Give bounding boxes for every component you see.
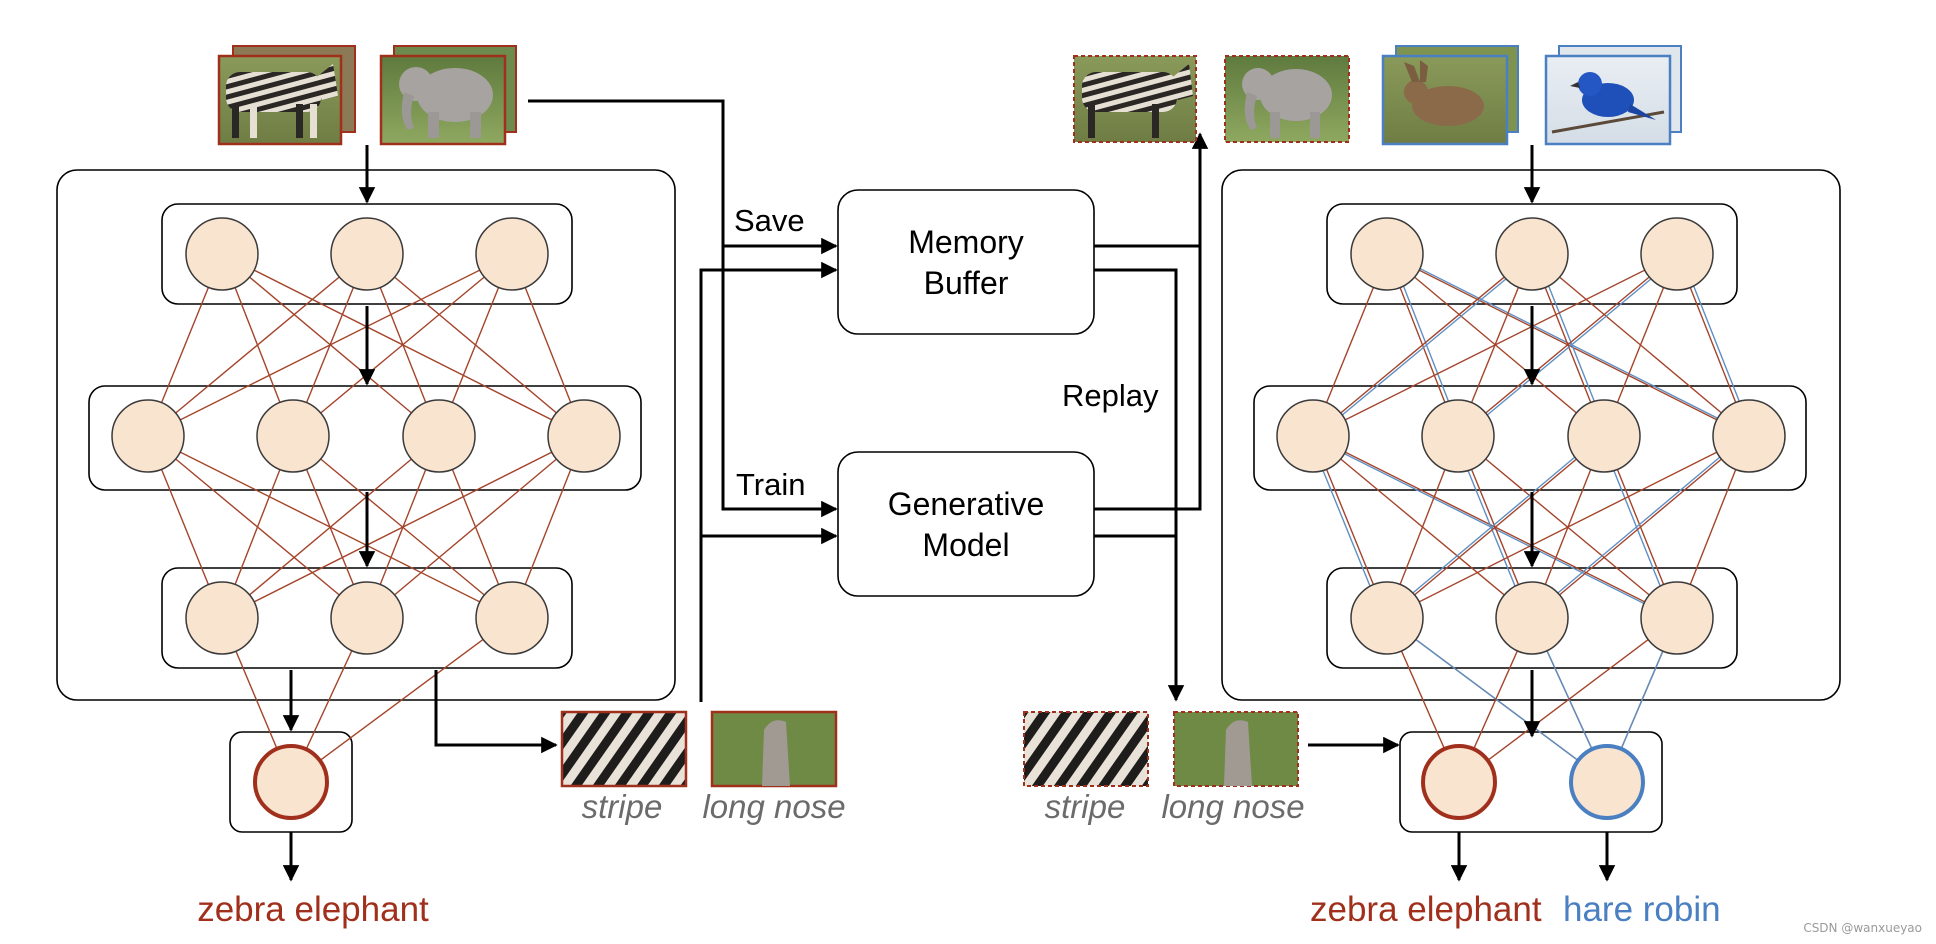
right-connection [1386,435,1605,619]
right-output-neuron-1 [1421,744,1497,820]
right-old-class-labels: zebra elephant [1310,890,1542,929]
memory-buffer-box [837,189,1095,335]
left-neuron-l1-3 [475,217,549,291]
left-connection [221,435,440,619]
right-output-neuron-2 [1569,744,1645,820]
train-label: Train [736,467,805,502]
replayed-stripe-label: stripe [1045,788,1126,825]
left-neuron-l2-4 [547,399,621,473]
left-network [56,145,676,882]
left-neuron-l3-3 [475,581,549,655]
memory-replay-features-arrow [1094,268,1185,702]
replayed-long-nose-patch [1173,711,1299,787]
right-network [1221,145,1841,882]
right-connection [1312,253,1678,437]
left-neurons [111,217,621,820]
features-to-memory-arrow [699,261,838,702]
memory-replay-images-arrow [1094,132,1209,248]
left-neuron-l2-2 [256,399,330,473]
robin-image [1551,72,1665,134]
right-new-connection [1527,435,1746,619]
images-to-generator-arrow [721,246,838,518]
images-to-memory-arrow [528,99,838,255]
left-connection [221,435,585,619]
left-connection [290,617,513,783]
right-neuron-l1-1 [1350,217,1424,291]
right-layer-1-box [1326,203,1738,305]
robin-image-stack [1544,45,1682,146]
right-neuron-l2-3 [1567,399,1641,473]
left-connection [366,435,585,619]
right-neuron-l2-1 [1276,399,1350,473]
right-neuron-l1-3 [1640,217,1714,291]
left-connection [147,253,513,437]
right-connection [1312,253,1533,437]
left-connection [147,253,368,437]
memory-buffer-label-1: Memory [908,224,1024,260]
left-neuron-l2-3 [402,399,476,473]
right-layer-3-box [1326,567,1738,669]
long-nose-patch [710,710,838,788]
generator-replay-images-arrow [1094,246,1202,511]
memory-buffer-label-2: Buffer [924,265,1009,301]
elephant-image [399,67,493,138]
replay-label: Replay [1062,378,1159,413]
left-neuron-l1-2 [330,217,404,291]
generative-model-box [837,451,1095,597]
right-new-connection [1382,435,1601,619]
right-new-class-labels: hare robin [1563,890,1721,929]
generative-model-label-2: Model [922,527,1009,563]
left-neuron-l1-1 [185,217,259,291]
left-neuron-l2-1 [111,399,185,473]
right-layer-2-box [1253,385,1807,491]
right-neuron-l2-2 [1421,399,1495,473]
generative-model-label-1: Generative [888,486,1045,522]
right-connection [1458,617,1678,783]
right-connection [1457,253,1678,437]
replayed-zebra-image [1073,55,1197,143]
right-new-connection [1386,617,1608,783]
hare-image-stack [1381,45,1519,146]
left-feature-patches: stripe long nose [560,710,846,825]
left-output-labels: zebra elephant [197,890,429,929]
left-neuron-l3-2 [330,581,404,655]
elephant-image-stack [379,45,517,146]
replayed-long-nose-label: long nose [1161,788,1304,825]
right-neuron-l3-1 [1350,581,1424,655]
hare-image [1404,60,1484,126]
long-nose-label: long nose [702,788,845,825]
right-feature-patches: stripe long nose [1023,711,1305,825]
middle-flow: Memory Buffer Generative Model Save Trai… [528,99,1209,702]
right-neurons [1276,217,1786,820]
save-label: Save [734,203,805,238]
feature-extraction-arrow [434,670,558,754]
left-connection [292,253,513,437]
replayed-stripe-patch [1023,711,1149,787]
left-layer-2-box [88,385,642,491]
left-output-neuron-1 [253,744,329,820]
left-layer-1-box [161,203,573,305]
right-neuron-l2-4 [1712,399,1786,473]
right-neuron-l3-3 [1640,581,1714,655]
zebra-image-stack [217,45,356,146]
stripe-label: stripe [582,788,663,825]
left-neuron-l3-1 [185,581,259,655]
left-layer-3-box [161,567,573,669]
replayed-elephant-image [1224,55,1350,143]
right-neuron-l1-2 [1495,217,1569,291]
watermark: CSDN @wanxueyao [1803,921,1922,935]
left-input-images [217,45,517,146]
zebra-image [226,64,338,138]
right-connection [1386,435,1750,619]
right-input-images [1073,45,1682,146]
right-new-connection [1316,253,1537,437]
right-new-connection [1461,253,1682,437]
stripe-patch [560,710,688,788]
right-neuron-l3-2 [1495,581,1569,655]
right-connection [1531,435,1750,619]
